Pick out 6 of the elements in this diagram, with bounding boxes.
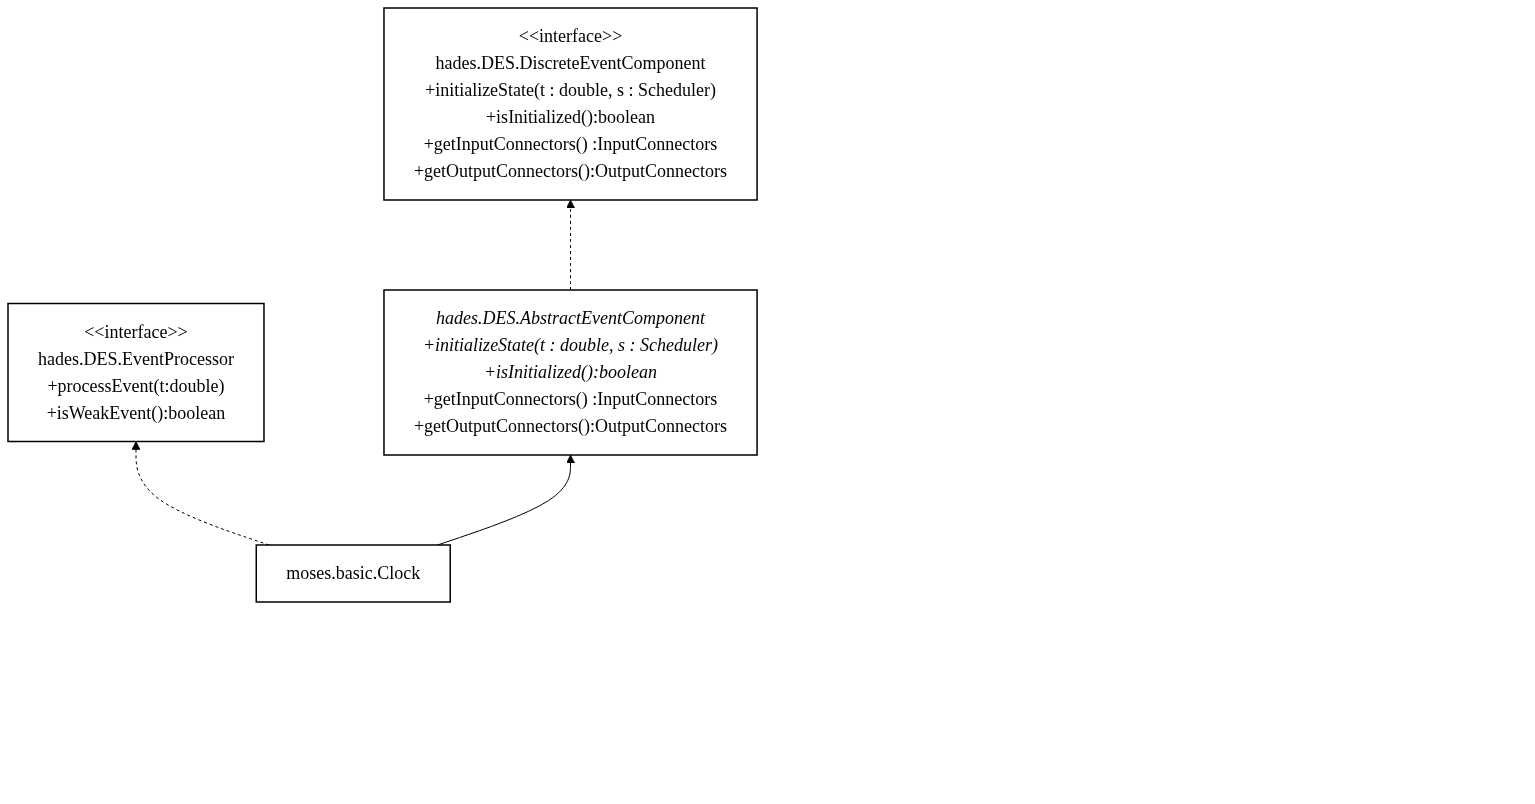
- node-box: moses.basic.Clock: [255, 544, 451, 603]
- node-box: hades.DES.AbstractEventComponent +initializeState(t : double, s : Scheduler) +isInitialized():boolean +getInputConnectors() :InputConnectors +getOutputConnectors():OutputConnectors: [383, 289, 758, 456]
- arrow: [437, 454, 575, 546]
- node-box: <<interface>> hades.DES.DiscreteEventComponent +initializeState(t : double, s : Scheduler) +isInitialized():boolean +getInputConnectors() :InputConnectors +getOutputConnectors():OutputConnectors: [383, 7, 758, 201]
- arrow: [566, 199, 575, 291]
- node-box: <<interface>> hades.DES.EventProcessor +processEvent(t:double) +isWeakEvent():boolean: [7, 302, 265, 443]
